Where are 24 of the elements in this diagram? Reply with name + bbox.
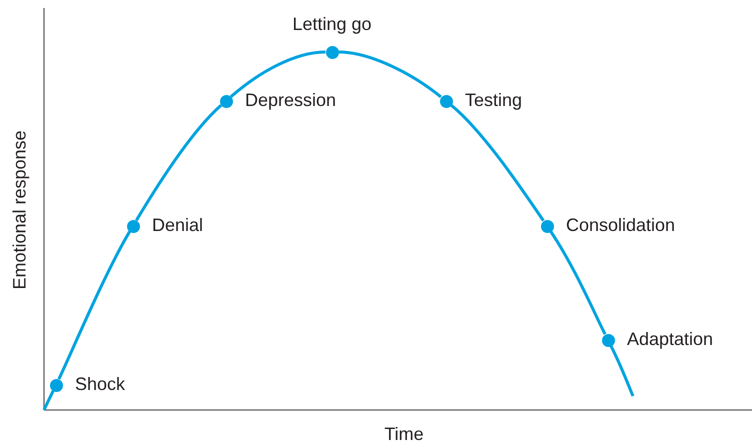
curve-segment bbox=[57, 230, 131, 380]
y-axis-label: Emotional response bbox=[10, 130, 30, 290]
stage-label: Testing bbox=[465, 90, 522, 110]
x-axis-label: Time bbox=[384, 424, 424, 444]
point-marker bbox=[440, 94, 452, 108]
point-marker bbox=[126, 220, 140, 232]
point-marker bbox=[220, 94, 232, 108]
curve-segment bbox=[230, 50, 326, 98]
point-marker bbox=[540, 220, 554, 232]
curve-segment bbox=[450, 104, 545, 222]
stage-label: Letting go bbox=[292, 14, 372, 34]
curve-segment bbox=[135, 104, 222, 222]
curve-segment bbox=[549, 230, 606, 335]
point-marker bbox=[602, 334, 614, 346]
curve-segment bbox=[338, 50, 442, 98]
stage-label: Shock bbox=[75, 374, 126, 394]
curve-segment bbox=[610, 345, 634, 397]
stage-label: Consolidation bbox=[566, 215, 676, 235]
stage-label: Denial bbox=[152, 215, 204, 235]
curve-segment bbox=[42, 390, 55, 411]
stage-label: Depression bbox=[245, 90, 336, 110]
stage-label: Adaptation bbox=[627, 329, 714, 349]
point-marker bbox=[50, 378, 62, 392]
point-marker bbox=[326, 46, 338, 58]
